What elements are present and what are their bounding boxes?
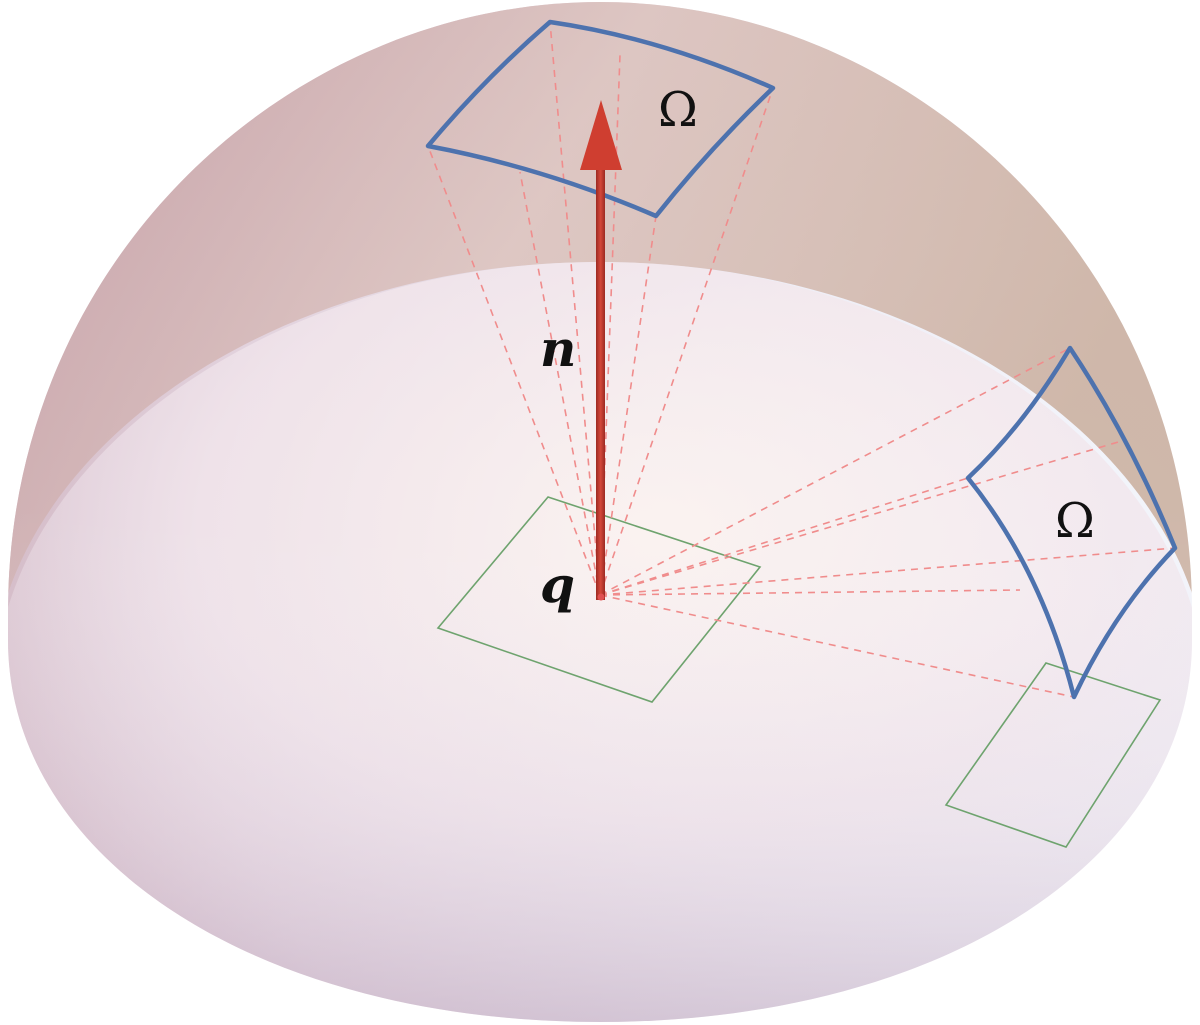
point-label: q xyxy=(540,555,575,614)
point-q-marker xyxy=(597,593,605,601)
rays-to-right-patch xyxy=(599,347,1176,698)
normal-arrow-head xyxy=(580,100,622,170)
arrow-up-icon xyxy=(580,100,622,600)
tangent-plane-center xyxy=(436,496,762,703)
tangent-plane-right xyxy=(944,662,1162,848)
rays-to-top-patch xyxy=(427,21,774,596)
hemisphere-cap-band xyxy=(8,2,1192,620)
normal-label: n xyxy=(540,319,576,378)
omega-label-right: Ω xyxy=(1055,493,1095,549)
solid-angle-patch-top xyxy=(425,19,776,219)
omega-label-top: Ω xyxy=(658,82,698,138)
solid-angle-patch-right xyxy=(965,345,1178,700)
normal-arrow-shaft xyxy=(596,160,605,600)
